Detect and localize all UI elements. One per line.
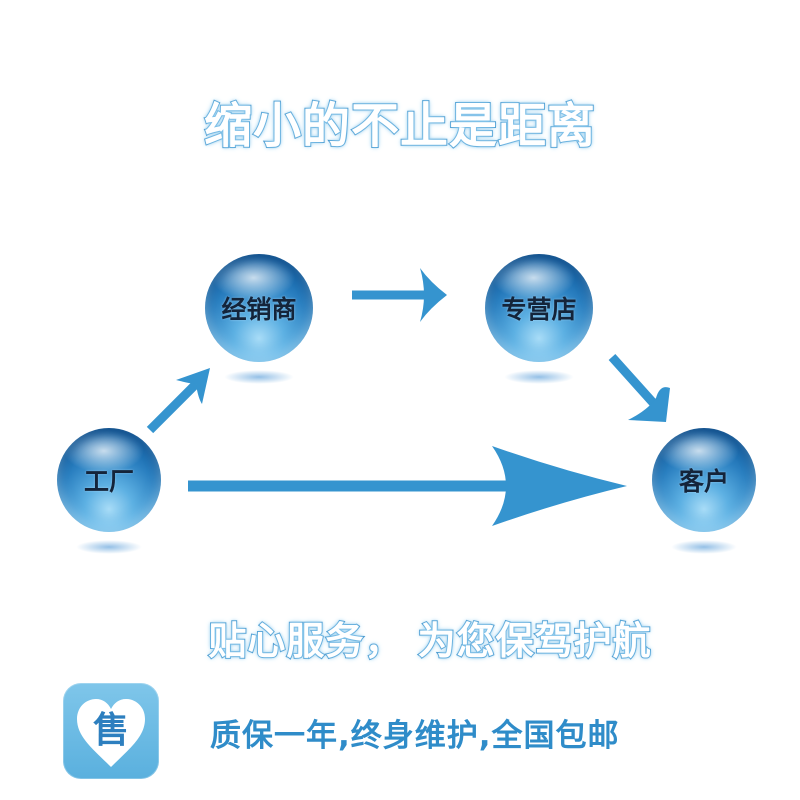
badge-char: 售: [92, 709, 129, 751]
node-factory: 工厂: [57, 428, 161, 554]
arrow-factory-to-distributor: [146, 368, 210, 434]
arrow-distributor-to-store: [352, 268, 447, 322]
arrow-store-to-customer: [608, 353, 670, 422]
node-store: 专营店: [485, 254, 593, 384]
guarantee-text: 质保一年,终身维护,全国包邮: [210, 718, 620, 754]
node-store-label: 专营店: [501, 295, 577, 324]
node-customer-label: 客户: [678, 467, 729, 496]
main-title: 缩小的不止是距离: [203, 97, 596, 155]
after-sales-badge: 售: [63, 683, 159, 779]
node-distributor: 经销商: [205, 254, 313, 384]
node-customer: 客户: [652, 428, 756, 554]
node-factory-label: 工厂: [83, 467, 134, 496]
subtitle: 贴心服务， 为您保驾护航: [207, 618, 652, 664]
arrow-factory-to-customer: [188, 446, 627, 526]
node-distributor-label: 经销商: [221, 295, 297, 324]
heart-icon: [77, 699, 145, 767]
